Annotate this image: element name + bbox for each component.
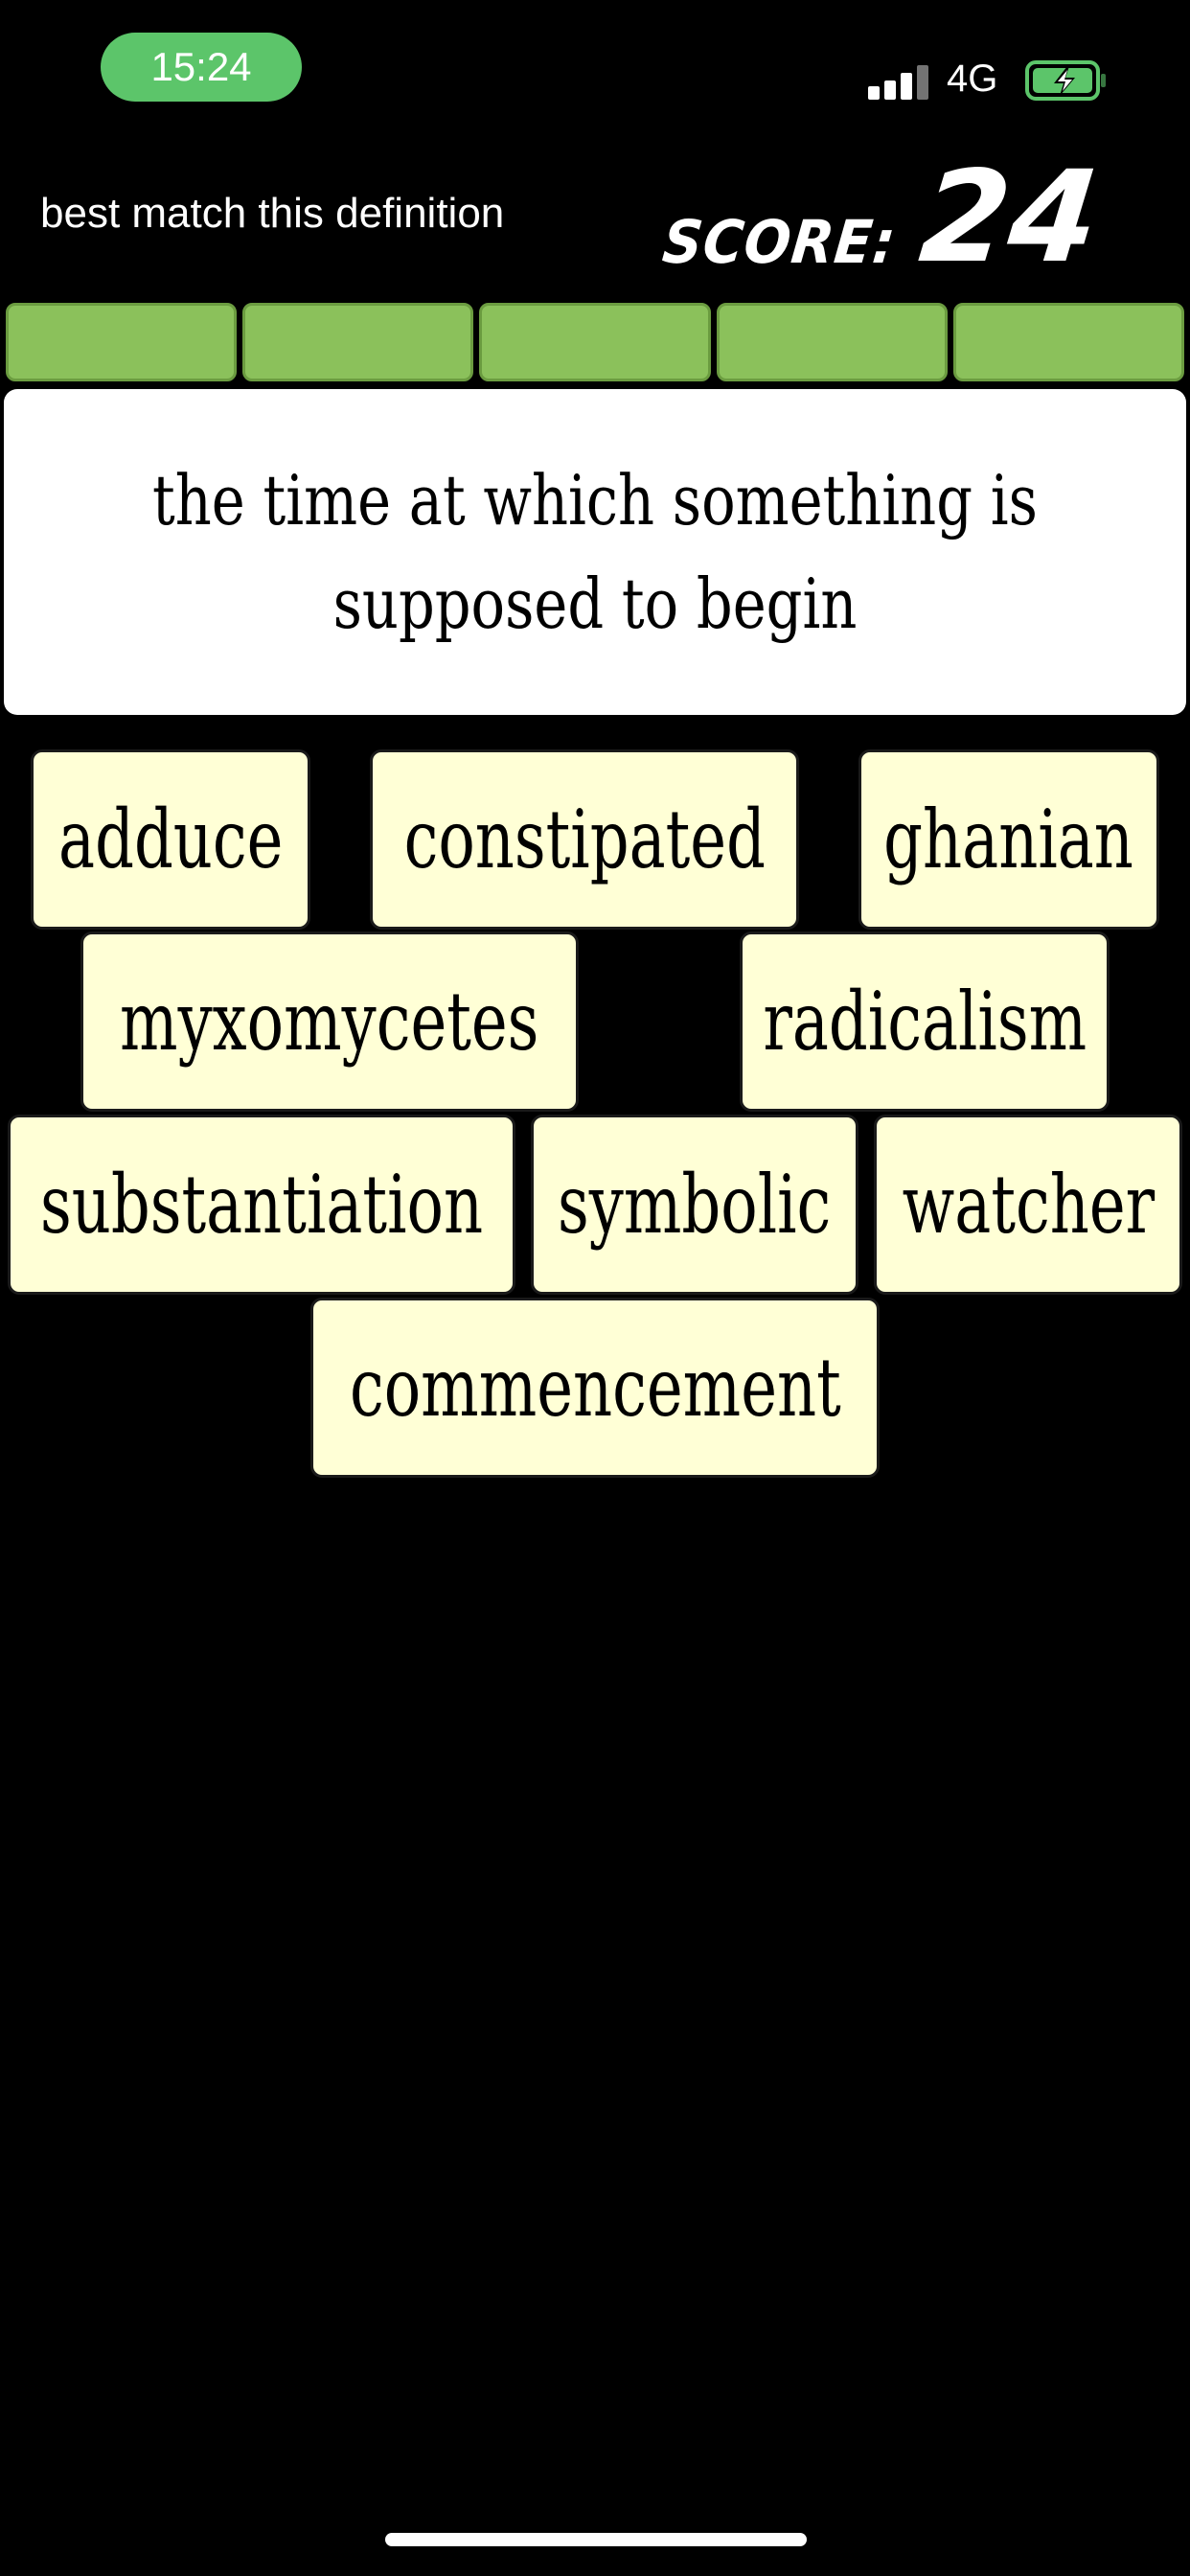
progress-segment bbox=[479, 303, 711, 381]
home-indicator[interactable] bbox=[385, 2533, 807, 2546]
word-option-radicalism[interactable]: radicalism bbox=[740, 932, 1110, 1112]
word-option-myxomycetes[interactable]: myxomycetes bbox=[80, 932, 579, 1112]
instruction-text: best match this definition bbox=[40, 190, 505, 237]
word-option-constipated[interactable]: constipated bbox=[370, 749, 799, 930]
progress-segment bbox=[242, 303, 474, 381]
word-option-label: radicalism bbox=[763, 975, 1087, 1069]
word-option-label: adduce bbox=[57, 793, 284, 886]
word-option-label: symbolic bbox=[558, 1158, 832, 1252]
definition-card: the time at which something is supposed … bbox=[4, 389, 1186, 715]
status-time-pill: 15:24 bbox=[101, 33, 302, 102]
word-option-label: commencement bbox=[349, 1341, 841, 1435]
word-option-label: substantiation bbox=[39, 1158, 484, 1252]
word-option-ghanian[interactable]: ghanian bbox=[858, 749, 1159, 930]
cellular-signal-icon bbox=[868, 61, 931, 100]
word-option-label: constipated bbox=[403, 793, 766, 886]
word-option-commencement[interactable]: commencement bbox=[310, 1298, 880, 1478]
word-option-substantiation[interactable]: substantiation bbox=[8, 1115, 515, 1295]
word-option-symbolic[interactable]: symbolic bbox=[531, 1115, 858, 1295]
word-option-adduce[interactable]: adduce bbox=[31, 749, 310, 930]
progress-segment bbox=[6, 303, 238, 381]
status-time: 15:24 bbox=[150, 44, 252, 89]
progress-segment bbox=[716, 303, 948, 381]
progress-bar bbox=[6, 303, 1185, 381]
network-type: 4G bbox=[947, 58, 998, 100]
progress-segment bbox=[952, 303, 1185, 381]
score-value: 24 bbox=[913, 144, 1106, 291]
word-option-watcher[interactable]: watcher bbox=[874, 1115, 1182, 1295]
word-option-label: myxomycetes bbox=[120, 975, 539, 1069]
definition-text: the time at which something is supposed … bbox=[152, 460, 1038, 644]
battery-charging-icon bbox=[1025, 60, 1106, 101]
word-option-label: watcher bbox=[902, 1158, 1155, 1252]
word-option-label: ghanian bbox=[883, 793, 1134, 886]
score-label: SCORE: bbox=[659, 207, 900, 277]
